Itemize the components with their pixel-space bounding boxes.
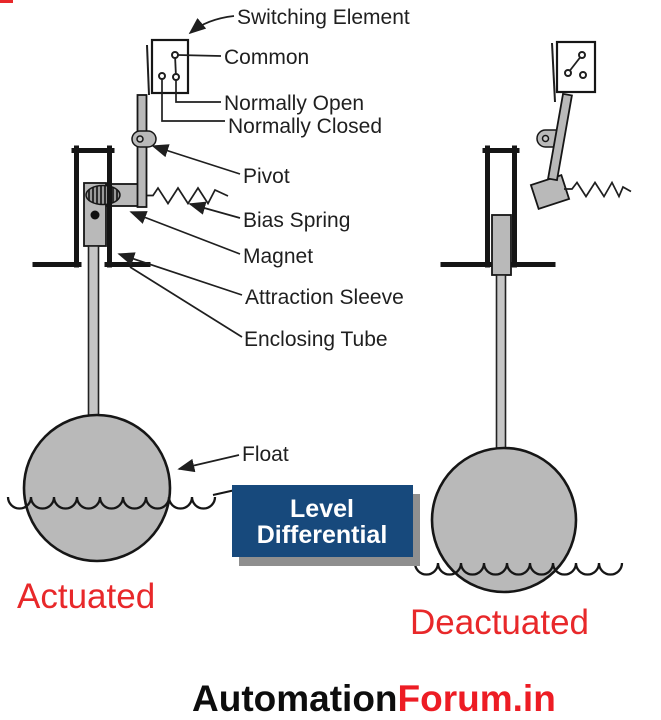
label-normally-open: Normally Open xyxy=(224,92,364,115)
right-normally-closed-contact xyxy=(564,69,572,77)
left-lever-upper-link xyxy=(146,44,150,96)
left-magnet-coil xyxy=(85,184,121,206)
right-normally-open-contact xyxy=(579,71,587,79)
state-label-deactuated: Deactuated xyxy=(410,603,589,642)
label-pivot: Pivot xyxy=(243,165,290,188)
leader-normally-open xyxy=(175,80,221,103)
right-lever-upper-link xyxy=(551,42,556,103)
label-switching-element: Switching Element xyxy=(237,6,410,29)
red-corner-mark xyxy=(0,0,13,3)
leader-bias-spring xyxy=(188,201,241,219)
label-common: Common xyxy=(224,46,309,69)
leader-enclosing-tube xyxy=(129,266,243,338)
branding-red-part: Forum.in xyxy=(398,678,556,719)
leader-pivot xyxy=(151,144,241,175)
leader-attraction-sleeve xyxy=(117,252,243,296)
left-enclosing-tube xyxy=(32,145,151,268)
state-label-actuated: Actuated xyxy=(17,577,155,616)
right-lever-arm xyxy=(547,92,573,182)
right-float-stem xyxy=(495,274,507,453)
right-assembly xyxy=(407,40,632,594)
callout-labels: Switching Element Common Normally Open N… xyxy=(224,6,410,466)
label-enclosing-tube: Enclosing Tube xyxy=(244,328,388,351)
right-switching-element-box xyxy=(555,40,597,94)
right-magnet-block xyxy=(529,174,571,210)
label-bias-spring: Bias Spring xyxy=(243,209,350,232)
leader-common xyxy=(177,54,222,57)
left-pivot-block xyxy=(131,130,157,148)
leader-float xyxy=(177,454,240,473)
left-level-connector xyxy=(212,489,234,496)
left-bias-spring xyxy=(147,186,229,206)
right-water-line xyxy=(413,562,624,576)
label-attraction-sleeve: Attraction Sleeve xyxy=(245,286,404,309)
left-water-line xyxy=(6,496,217,510)
right-enclosing-tube xyxy=(440,145,556,268)
callout-leaders xyxy=(117,15,243,473)
right-bias-spring xyxy=(564,180,632,199)
left-normally-open-contact xyxy=(172,73,180,81)
leader-magnet xyxy=(129,211,241,255)
level-differential-line2: Differential xyxy=(257,521,388,549)
label-float: Float xyxy=(242,443,289,466)
left-common-contact xyxy=(171,51,179,59)
left-magnet-dot xyxy=(90,210,100,220)
left-float xyxy=(22,413,172,563)
right-common-contact xyxy=(578,51,586,59)
leader-switching-element xyxy=(188,15,235,35)
branding-black-part: Automation xyxy=(192,678,398,719)
level-differential-box xyxy=(232,485,413,557)
left-pivot-pin xyxy=(136,135,144,143)
label-normally-closed: Normally Closed xyxy=(228,115,382,138)
left-switching-element-box xyxy=(150,38,190,95)
label-magnet: Magnet xyxy=(243,245,313,268)
left-assembly xyxy=(6,38,234,563)
left-float-stem xyxy=(87,245,100,418)
level-differential-line1: Level xyxy=(290,495,354,523)
right-pivot-pin xyxy=(541,134,550,143)
left-normally-closed-contact xyxy=(158,72,166,80)
right-float xyxy=(430,446,578,594)
left-lever-arm xyxy=(136,94,148,208)
branding-text: AutomationForum.in xyxy=(192,678,556,719)
level-differential-callout: Level Differential xyxy=(232,485,420,566)
leader-normally-closed xyxy=(161,79,225,122)
right-attraction-sleeve xyxy=(491,214,512,276)
